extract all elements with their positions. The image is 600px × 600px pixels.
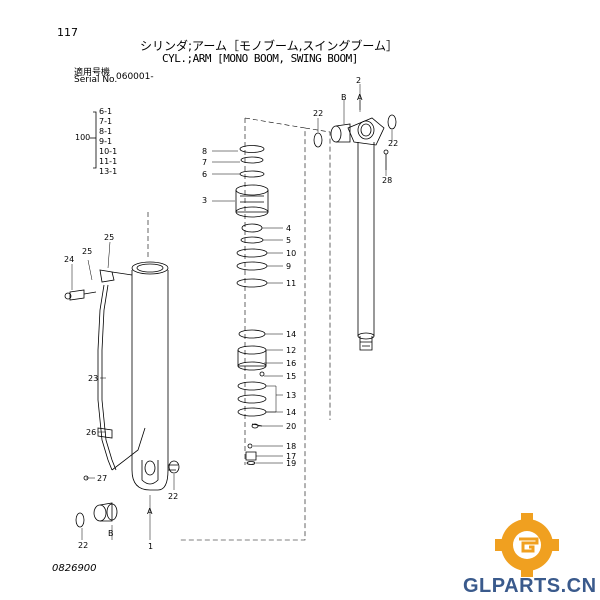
callout-25: 25 [104, 233, 114, 242]
callout-28: 28 [382, 176, 392, 185]
kit-item: 8-1 [99, 127, 112, 136]
kit-group-label: 100 [75, 133, 90, 142]
kit-item: 7-1 [99, 117, 112, 126]
callout-27: 27 [97, 474, 107, 483]
callout-A-top: A [357, 93, 363, 102]
callout-10: 10 [286, 249, 296, 258]
callout-3: 3 [202, 196, 207, 205]
callout-25b: 25 [82, 247, 92, 256]
callout-13: 13 [286, 391, 296, 400]
callout-7: 7 [202, 158, 207, 167]
drawing-number: 0826900 [52, 563, 97, 574]
callout-1: 1 [148, 542, 153, 551]
callout-22-right: 22 [168, 492, 178, 501]
callout-B-top: B [341, 93, 347, 102]
kit-item: 11-1 [99, 157, 117, 166]
kit-item: 13-1 [99, 167, 117, 176]
callout-B-bottom: B [108, 529, 114, 538]
callouts: 8 7 6 3 4 5 10 9 11 14 12 16 15 13 14 20… [64, 76, 398, 551]
callout-19: 19 [286, 459, 296, 468]
callout-24: 24 [64, 255, 74, 264]
callout-2: 2 [356, 76, 361, 85]
callout-17: 17 [286, 452, 296, 461]
bushing-bottom [75, 502, 118, 528]
callout-12: 12 [286, 346, 296, 355]
serial-number-range: 060001- [116, 72, 154, 82]
callout-4: 4 [286, 224, 291, 233]
callout-6: 6 [202, 170, 207, 179]
callout-20: 20 [286, 422, 296, 431]
callout-22-top-left: 22 [313, 109, 323, 118]
callout-9: 9 [286, 262, 291, 271]
page-number: 117 [57, 26, 78, 39]
kit-item: 9-1 [99, 137, 112, 146]
kit-item: 6-1 [99, 107, 112, 116]
serial-label-japanese: 適用号機 [74, 68, 111, 78]
leader-lines [71, 84, 393, 540]
callout-26: 26 [86, 428, 96, 437]
callout-22-top-right: 22 [388, 139, 398, 148]
callout-18: 18 [286, 442, 296, 451]
callout-16: 16 [286, 359, 296, 368]
brand-logo-icon [495, 513, 559, 577]
title-japanese: シリンダ;アーム［モノブーム,スイングブーム］ [140, 39, 399, 53]
callout-14-upper: 14 [286, 330, 296, 339]
pipe-assembly [64, 269, 146, 481]
piston-rod [313, 114, 397, 351]
callout-8: 8 [202, 147, 207, 156]
assembly-guide-lines [147, 117, 331, 541]
callout-14-lower: 14 [286, 408, 296, 417]
callout-23: 23 [88, 374, 98, 383]
cylinder-tube [131, 261, 180, 491]
callout-22-bottom-left: 22 [78, 541, 88, 550]
callout-15: 15 [286, 372, 296, 381]
serial-label-english: Serial No. [74, 75, 118, 85]
kit-group-bracket: 100 6-1 7-1 8-1 9-1 10-1 11-1 13-1 [75, 107, 117, 176]
title-english: CYL.;ARM [MONO BOOM, SWING BOOM] [162, 52, 358, 65]
kit-item: 10-1 [99, 147, 117, 156]
callout-11: 11 [286, 279, 296, 288]
brand-text: GLPARTS.CN [463, 575, 597, 597]
callout-A-bottom: A [147, 507, 153, 516]
callout-5: 5 [286, 236, 291, 245]
seal-stack [235, 145, 269, 465]
